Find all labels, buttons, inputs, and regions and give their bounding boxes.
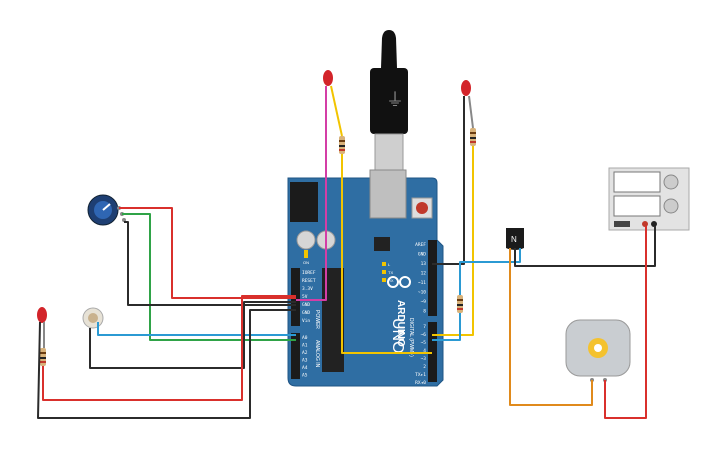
dc-motor[interactable] bbox=[565, 319, 631, 382]
pin-label: RESET bbox=[302, 278, 316, 284]
wire-red-motor[interactable] bbox=[604, 226, 647, 419]
led-left[interactable] bbox=[37, 307, 47, 323]
pin-label: 13 bbox=[421, 261, 427, 267]
infinity-logo bbox=[387, 276, 411, 288]
on-led bbox=[304, 250, 308, 258]
pin-label: 12 bbox=[421, 271, 427, 277]
arduino-brand-text: ARDUINO bbox=[395, 300, 406, 347]
wire-black-ldr[interactable] bbox=[89, 301, 296, 369]
wire-black-led-right[interactable] bbox=[432, 96, 465, 265]
power-jack bbox=[290, 182, 318, 222]
digital-header-bottom bbox=[428, 322, 437, 382]
pin-label: 8 bbox=[423, 309, 426, 315]
pin-label: GND bbox=[302, 310, 310, 316]
potentiometer[interactable] bbox=[87, 194, 126, 226]
usb-icon: ⏚ bbox=[386, 90, 404, 110]
wire-green-pot[interactable] bbox=[122, 213, 296, 341]
pin-label: Vin bbox=[302, 318, 310, 324]
wire-blue-transistor[interactable] bbox=[459, 248, 521, 295]
pin-label: A2 bbox=[302, 350, 308, 356]
usb-chip bbox=[374, 237, 390, 251]
wire-black-pot[interactable] bbox=[124, 221, 296, 306]
pin-label: ~11 bbox=[418, 280, 426, 286]
wire-blue-ldr[interactable] bbox=[97, 322, 296, 336]
power-label: POWER bbox=[314, 310, 320, 329]
pin-label: IOREF bbox=[302, 270, 316, 276]
pin-label: AREF bbox=[415, 242, 426, 248]
svg-text:ANALOG IN: ANALOG IN bbox=[314, 340, 320, 368]
digital-header-top bbox=[428, 240, 437, 316]
pin-label: A5 bbox=[302, 373, 308, 379]
lcd-row-1 bbox=[613, 171, 661, 193]
led-right[interactable] bbox=[461, 80, 471, 96]
pin-label: A1 bbox=[302, 343, 308, 349]
lcd-row-2 bbox=[613, 195, 661, 217]
wire-red-led-left[interactable] bbox=[42, 295, 296, 401]
led-top[interactable] bbox=[323, 70, 333, 86]
rx-led bbox=[382, 278, 386, 282]
wire-red-pot[interactable] bbox=[119, 207, 296, 299]
terminal-red bbox=[642, 221, 648, 227]
arduino-logo: ARDUINO bbox=[395, 300, 406, 347]
pin-label: ~6 bbox=[421, 332, 427, 338]
wire-orange-motor[interactable] bbox=[509, 248, 593, 406]
uno-text: UNO bbox=[389, 318, 406, 354]
wire-yellow-led-top-b[interactable] bbox=[341, 154, 432, 354]
knob-1[interactable] bbox=[663, 174, 679, 190]
photoresistor[interactable] bbox=[82, 307, 104, 329]
pin-label: GND bbox=[302, 302, 310, 308]
pin-label: ~9 bbox=[421, 299, 427, 305]
pin-label: A4 bbox=[302, 365, 308, 371]
l-led-label: L bbox=[388, 262, 391, 267]
pin-label: GND bbox=[418, 252, 426, 258]
wire-pink-led-top[interactable] bbox=[296, 86, 327, 301]
digital-label: DIGITAL (PWM~) bbox=[408, 318, 414, 357]
rx-led-label: RX bbox=[388, 278, 394, 283]
svg-text:DIGITAL (PWM~): DIGITAL (PWM~) bbox=[408, 318, 414, 357]
wire-blue-transistor-b[interactable] bbox=[432, 313, 461, 341]
transistor-label: N bbox=[511, 235, 517, 244]
npn-transistor[interactable]: N bbox=[506, 228, 524, 250]
on-label: ON bbox=[303, 260, 309, 265]
wire-black-transistor[interactable] bbox=[514, 226, 656, 267]
wires bbox=[37, 85, 656, 419]
tx-led bbox=[382, 270, 386, 274]
terminal-black bbox=[651, 221, 657, 227]
atmega-chip bbox=[322, 268, 344, 372]
wire-black-led-left[interactable] bbox=[37, 309, 296, 419]
l-led bbox=[382, 262, 386, 266]
resistor-left[interactable] bbox=[40, 348, 46, 366]
pin-label: ~3 bbox=[421, 356, 427, 362]
pin-label: ~10 bbox=[418, 290, 426, 296]
tx-led-label: TX bbox=[388, 270, 393, 275]
svg-text:POWER: POWER bbox=[314, 310, 320, 329]
wire-yellow-led-top-a[interactable] bbox=[330, 85, 343, 137]
analog-header bbox=[291, 333, 300, 379]
switch[interactable] bbox=[614, 221, 630, 227]
reset-button[interactable] bbox=[416, 202, 428, 214]
pin-label: RX◂0 bbox=[415, 380, 426, 386]
pin-label: TX▸1 bbox=[415, 372, 426, 378]
resistor-mid[interactable] bbox=[457, 295, 463, 313]
resistor-top[interactable] bbox=[339, 136, 345, 154]
capacitor bbox=[296, 230, 316, 250]
uno-logo: UNO bbox=[389, 318, 406, 354]
pin-label: A0 bbox=[302, 335, 308, 341]
analog-label: ANALOG IN bbox=[314, 340, 320, 368]
pin-label: 4 bbox=[423, 348, 426, 354]
resistor-right[interactable] bbox=[470, 128, 476, 146]
pin-label: 7 bbox=[423, 324, 426, 330]
usb-cable[interactable]: ⏚ bbox=[370, 30, 408, 171]
pin-label: 2 bbox=[423, 364, 426, 370]
pin-label: A3 bbox=[302, 358, 308, 364]
knob-2[interactable] bbox=[663, 198, 679, 214]
usb-jack bbox=[369, 169, 407, 219]
pin-label: 5V bbox=[302, 294, 308, 300]
led-right-leg bbox=[468, 95, 474, 129]
lcd-module[interactable] bbox=[608, 167, 690, 231]
wire-yellow-led-right[interactable] bbox=[432, 146, 474, 336]
pin-label: ~5 bbox=[421, 340, 427, 346]
pin-label: 3.3V bbox=[302, 286, 313, 292]
